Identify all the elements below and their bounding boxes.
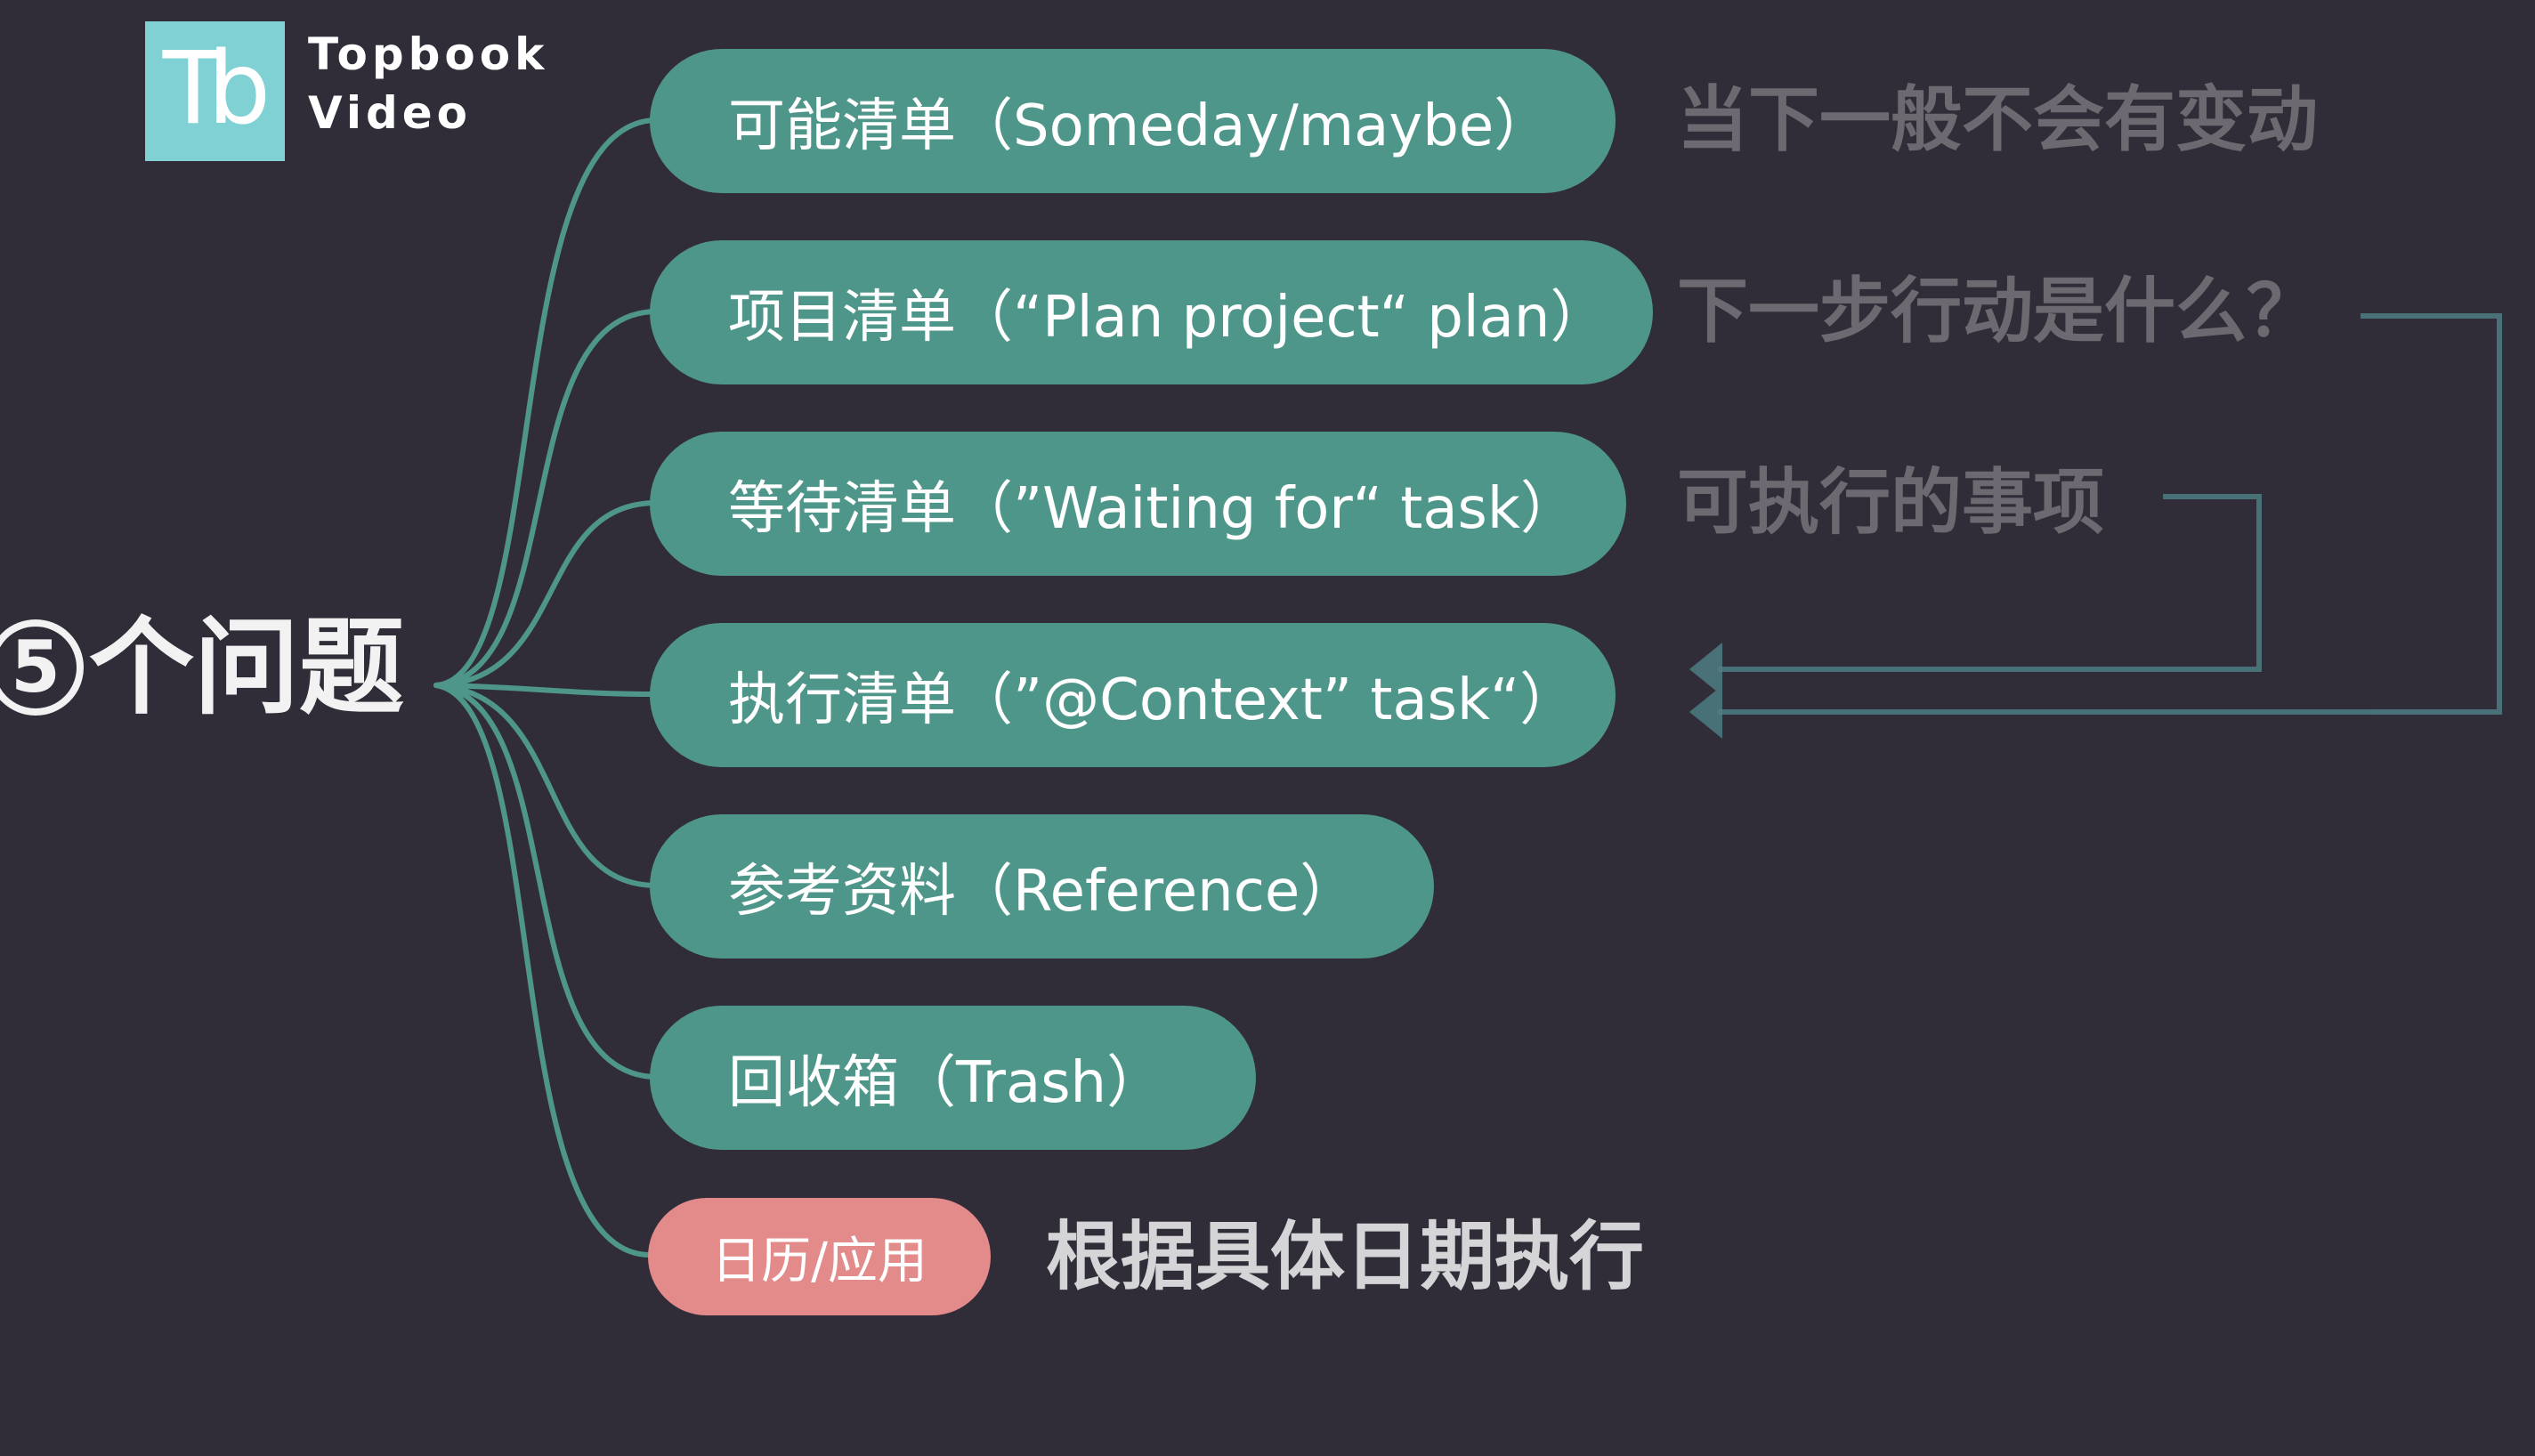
feedback-arrow-project (1718, 313, 2502, 715)
branch-connector-reference (433, 683, 660, 888)
list-node-label: 回收箱（Trash） (728, 1050, 1164, 1116)
list-node-project: 项目清单（“Plan project“ plan） (650, 240, 1653, 384)
list-node-label: 可能清单（Someday/maybe） (728, 93, 1551, 159)
branch-connector-calendar (433, 683, 652, 1258)
note-project: 下一步行动是什么？ (1677, 270, 2318, 352)
calendar-note: 根据具体日期执行 (1046, 1213, 1645, 1300)
brand-logo: Tb (145, 21, 285, 161)
brand-name-line2: Video (308, 87, 473, 139)
branch-connector-trash (433, 683, 660, 1080)
root-number-badge: 5 (0, 619, 84, 716)
root-label: 个问题 (89, 606, 405, 729)
note-waiting: 可执行的事项 (1677, 461, 2104, 544)
branch-connector-project (433, 309, 660, 688)
list-node-waiting: 等待清单（”Waiting for“ task） (650, 432, 1626, 576)
list-node-label: 执行清单（”@Context” task“） (728, 667, 1577, 733)
brand-logo-mark: Tb (162, 30, 271, 147)
arrowhead-project (1689, 685, 1722, 739)
brand-name: Topbook Video (308, 25, 548, 142)
branch-connector-waiting (433, 500, 660, 688)
list-node-label: 项目清单（“Plan project“ plan） (728, 285, 1608, 351)
list-node-calendar: 日历/应用 (648, 1198, 991, 1315)
list-node-label: 参考资料（Reference） (728, 859, 1357, 925)
arrowhead-waiting (1689, 643, 1722, 696)
list-node-trash: 回收箱（Trash） (650, 1006, 1256, 1150)
list-node-reference: 参考资料（Reference） (650, 814, 1434, 959)
list-node-label: 日历/应用 (711, 1232, 927, 1290)
note-someday: 当下一般不会有变动 (1677, 78, 2318, 161)
brand-name-line1: Topbook (308, 28, 549, 80)
feedback-arrow-waiting (1718, 494, 2262, 672)
list-node-context: 执行清单（”@Context” task“） (650, 623, 1616, 767)
branch-connector-context (433, 683, 660, 697)
branch-connector-someday (433, 117, 660, 688)
root-node: 5 个问题 (0, 605, 404, 730)
list-node-label: 等待清单（”Waiting for“ task） (728, 476, 1577, 542)
list-node-someday: 可能清单（Someday/maybe） (650, 49, 1616, 193)
